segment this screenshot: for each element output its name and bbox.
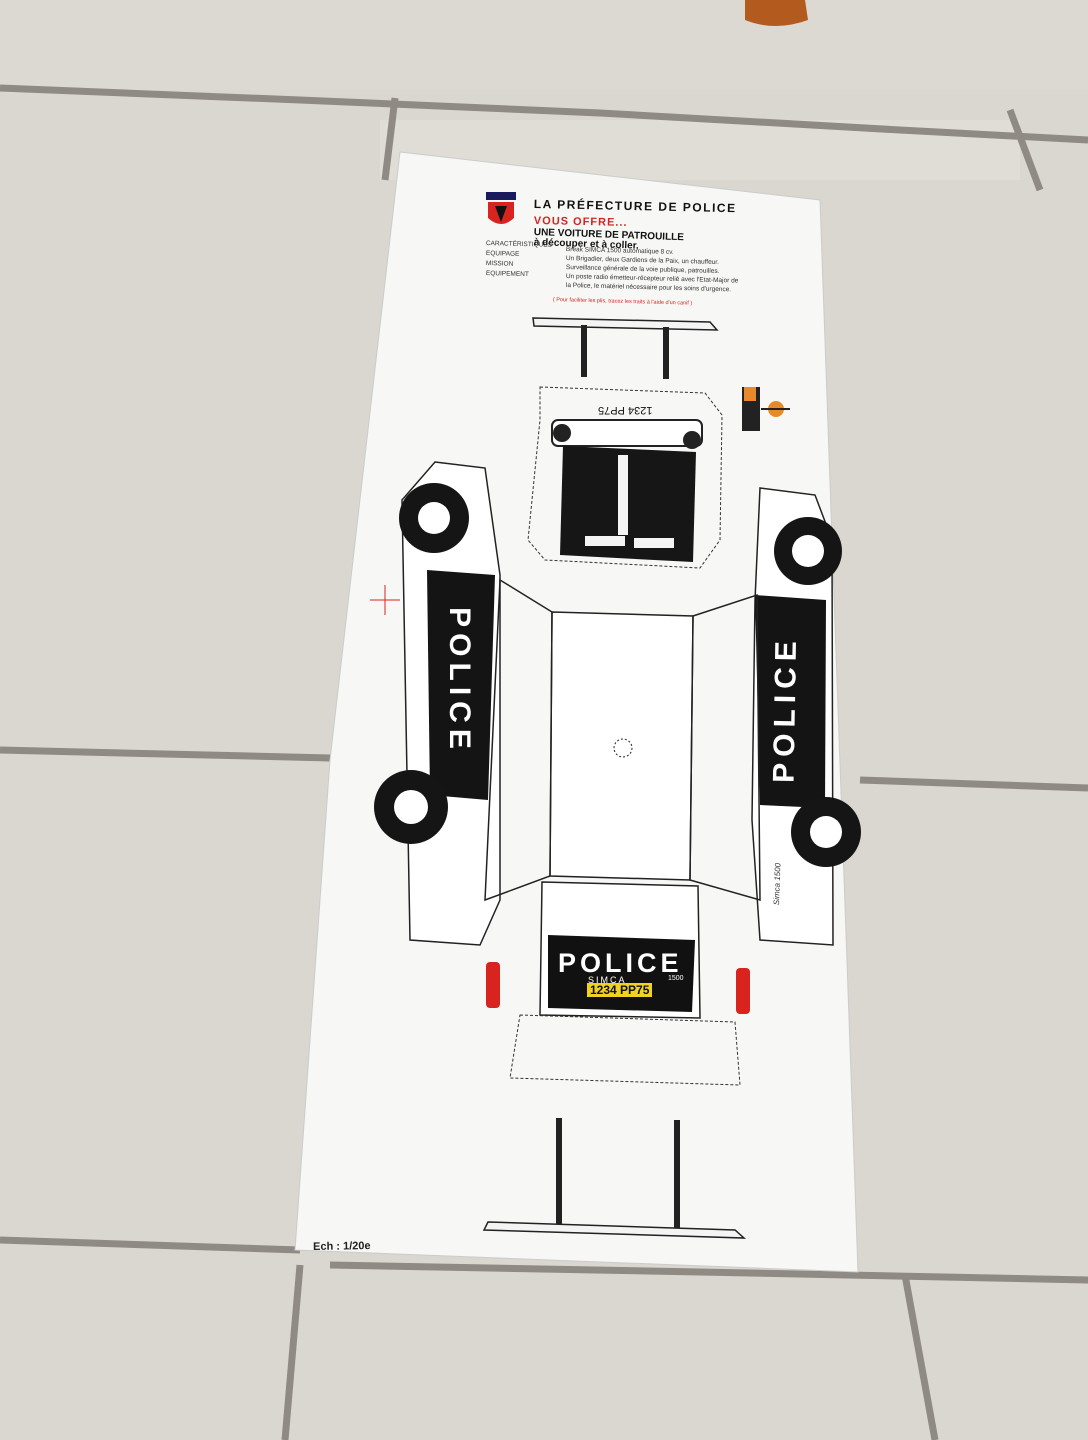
license-plate: 1234 PP75 — [587, 983, 653, 997]
prefecture-logo — [486, 192, 516, 224]
spec-label: EQUIPAGE — [485, 250, 520, 258]
spec-label: EQUIPEMENT — [485, 270, 529, 279]
police-side-label-left: POLICE — [442, 607, 476, 755]
beacon-piece — [742, 387, 790, 431]
model-badge: 1500 — [668, 975, 684, 982]
roof-rack-top — [532, 317, 719, 379]
brand-label: SIMCA — [588, 975, 627, 985]
right-side-panel — [751, 487, 861, 946]
scale-label: Ech : 1/20e — [313, 1239, 371, 1253]
police-rear-label: POLICE — [558, 948, 683, 978]
model-signature: Simca 1500 — [772, 862, 783, 906]
license-plate-top: 1234 PP75 — [598, 404, 653, 416]
rear-panel — [486, 881, 750, 1086]
spec-label: MISSION — [485, 260, 514, 268]
police-side-label-right: POLICE — [767, 634, 804, 784]
roof-panel — [527, 386, 723, 569]
roof-rack-bottom — [482, 1118, 747, 1239]
left-side-panel — [370, 461, 501, 946]
center-floor — [484, 578, 761, 902]
